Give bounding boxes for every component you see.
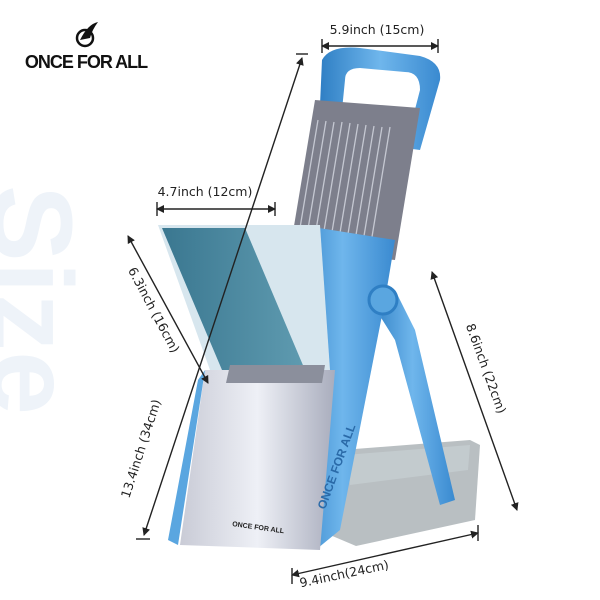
wing-swirl-icon [75,22,98,48]
dimension-chute-width: 4.7inch (12cm) [158,184,253,199]
mandoline-slicer-product: ONCE FOR ALL ONCE FOR ALL [158,47,480,550]
dimension-chute-height: 6.3inch (16cm) [125,265,183,356]
dimension-leg-height: 8.6inch (22cm) [463,321,510,415]
dimension-handle-width: 5.9inch (15cm) [330,22,425,37]
watermark-text: Size [0,185,95,415]
dimension-base-depth: 9.4inch(24cm) [298,557,390,591]
brand-logo-text: ONCE FOR ALL [25,52,148,72]
dimension-total-height: 13.4inch (34cm) [118,397,164,499]
